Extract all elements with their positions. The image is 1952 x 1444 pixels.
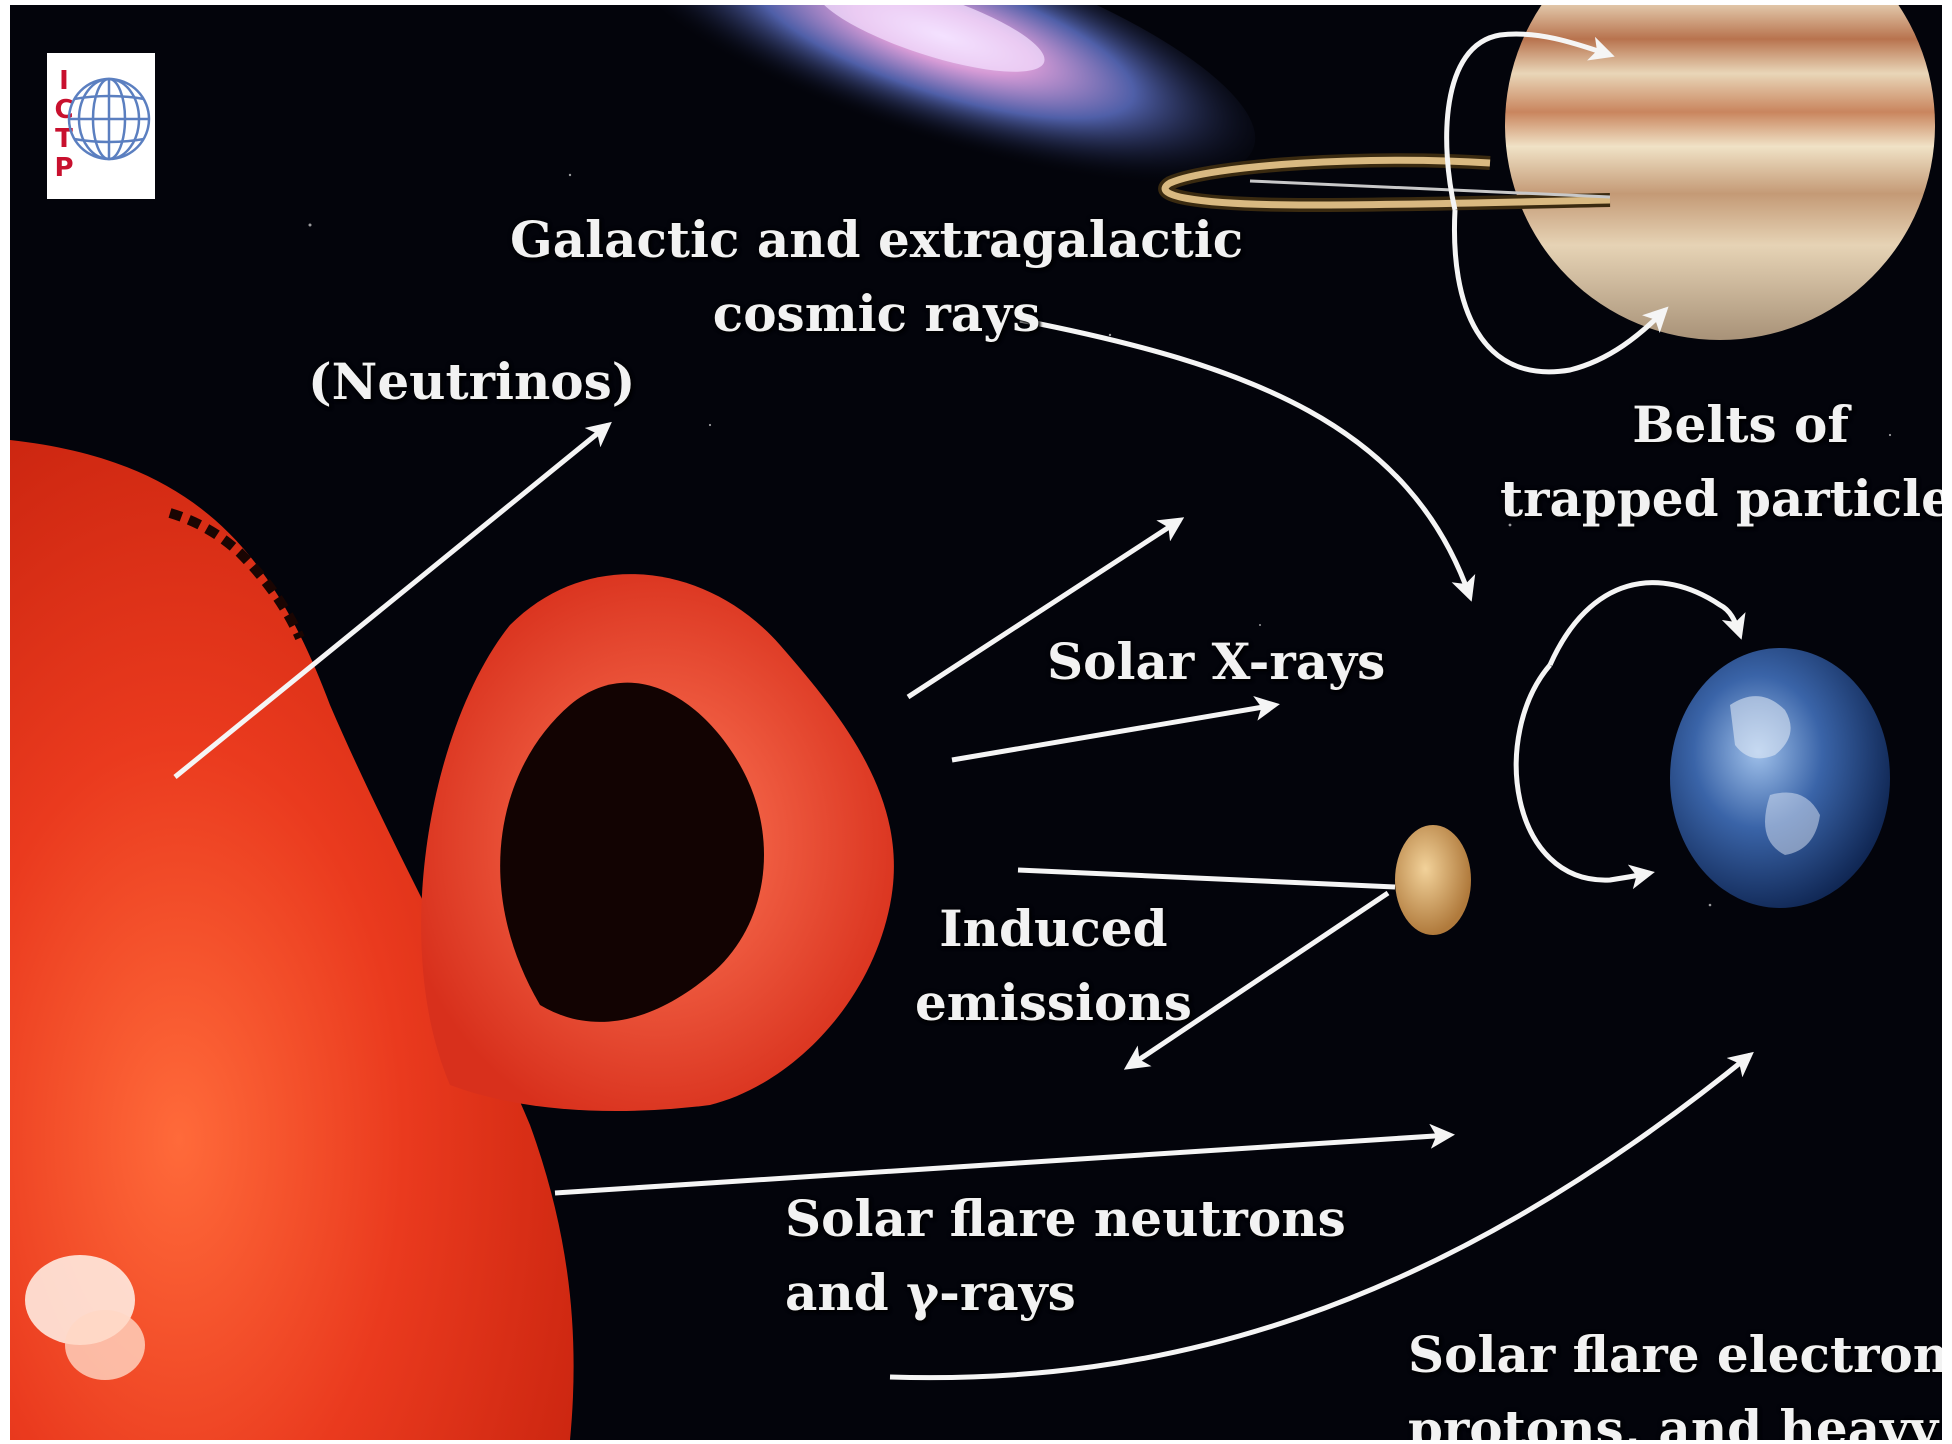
label-flare-neutrons: Solar flare neutrons and γ-rays — [785, 1182, 1346, 1330]
label-solar-xrays: Solar X-rays — [1047, 625, 1385, 699]
arrow-xrays-lower — [952, 705, 1275, 760]
globe-icon — [47, 53, 155, 199]
label-neutrinos: (Neutrinos) — [308, 345, 635, 419]
label-cosmic-rays-line2: cosmic rays — [510, 277, 1243, 351]
ictp-logo: I C T P — [47, 53, 155, 199]
arrow-earth-belt-bottom — [1516, 665, 1650, 880]
label-induced-line2: emissions — [915, 966, 1192, 1040]
label-flare-particles: Solar flare electrons, protons, and heav… — [1408, 1318, 1942, 1440]
label-belts-line2: trapped particles — [1500, 462, 1942, 536]
label-induced-emissions: Induced emissions — [915, 892, 1192, 1040]
label-cosmic-rays: Galactic and extragalactic cosmic rays — [510, 203, 1243, 351]
label-cosmic-rays-line1: Galactic and extragalactic — [510, 203, 1243, 277]
arrow-earth-belt-top — [1550, 583, 1740, 665]
diagram-stage: I C T P Galactic and extragalactic cosmi… — [10, 5, 1942, 1440]
label-belts: Belts of trapped particles — [1500, 388, 1942, 536]
arrow-cosmic-rays — [1020, 320, 1470, 597]
solar-flare-loop — [421, 574, 894, 1111]
label-flare-neutrons-line1: Solar flare neutrons — [785, 1182, 1346, 1256]
label-flare-neutrons-line2: and γ-rays — [785, 1256, 1346, 1330]
label-induced-line1: Induced — [915, 892, 1192, 966]
jupiter-image — [1505, 5, 1935, 340]
earth-image — [1670, 648, 1890, 908]
label-flare-particles-line1: Solar flare electrons, — [1408, 1318, 1942, 1392]
label-belts-line1: Belts of — [1500, 388, 1942, 462]
arrow-induced-in — [1018, 870, 1395, 887]
mars-image — [1395, 825, 1471, 935]
label-flare-particles-line2: protons, and heavy ion — [1408, 1392, 1942, 1440]
